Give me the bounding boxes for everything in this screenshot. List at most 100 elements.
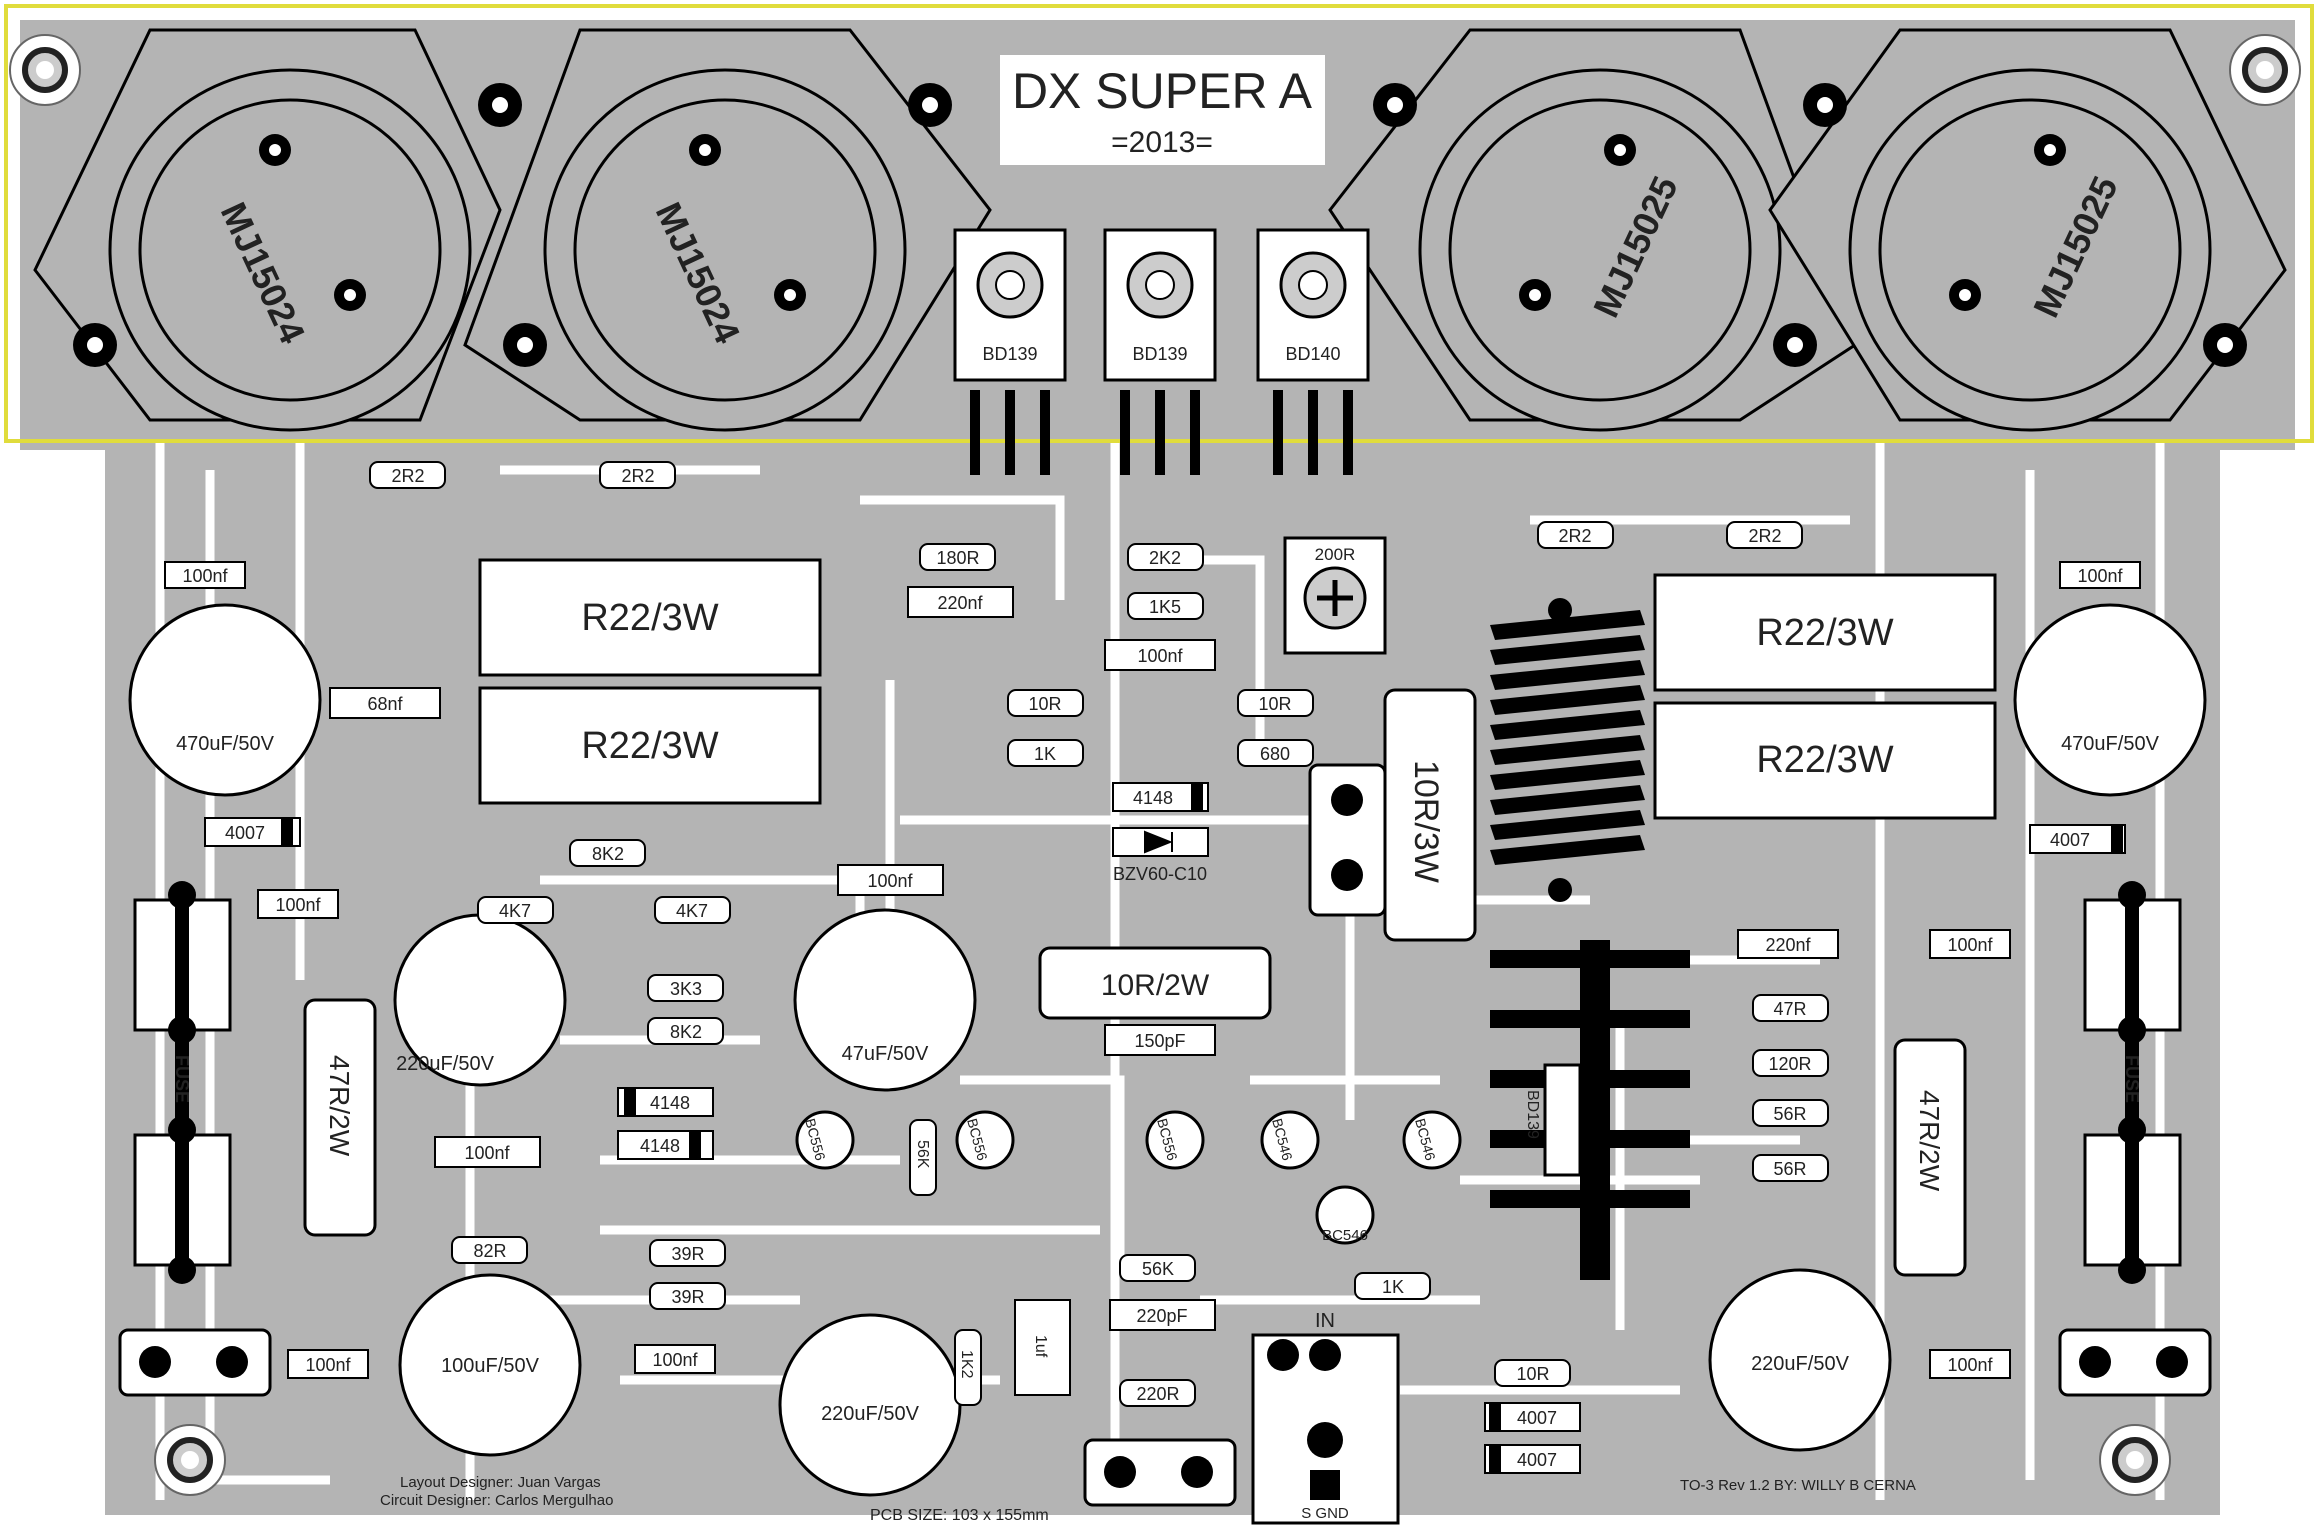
signal-transistor: BC556 [955,1110,1015,1170]
resistor-label: 4K7 [676,901,708,921]
resistor-label: 1K [1382,1277,1404,1297]
capacitor: 100nf [1104,639,1216,671]
resistor: 1K5 [1127,592,1204,620]
resistor: 120R [1752,1049,1829,1077]
circuit-credit: Circuit Designer: Carlos Mergulhao [380,1492,613,1509]
resistor-label: 8K2 [592,844,624,864]
capacitor-label: 100nf [275,895,321,915]
resistor: 56K [909,1119,937,1196]
diode-label: 4148 [650,1093,690,1113]
mounting-hole [2099,1424,2171,1496]
resistor-label: 2R2 [1748,526,1781,546]
output-connector-block [1308,763,1387,917]
resistor: 3K3 [647,974,724,1002]
ground-label: S GND [1301,1505,1349,1522]
resistor-label: 8K2 [670,1022,702,1042]
capacitor-47uf: 47uF/50V [793,908,977,1092]
capacitor: 100nf [2059,561,2141,589]
cap-label: 100uF/50V [441,1355,540,1377]
diode-label: 4148 [1133,788,1173,808]
diode-label: 4007 [225,823,265,843]
power-transistor-right-2: MJ15025 [1768,28,2287,432]
resistor-label: 2R2 [391,466,424,486]
input-connector: IN S GND [1251,1310,1400,1525]
signal-transistor: BC546 [1260,1110,1320,1170]
capacitor: 100nf [837,864,944,896]
resistor-label: 56K [914,1140,931,1169]
resistor-label: 680 [1260,744,1290,764]
resistor-label: 56R [1773,1159,1806,1179]
power-terminal-right [2058,1328,2212,1397]
capacitor: 100nf [434,1136,541,1168]
resistor: 2R2 [599,461,676,489]
resistor: 82R [451,1236,528,1264]
resistor-label: 2R2 [1558,526,1591,546]
resistor-label: 10R/3W [1407,760,1445,883]
cap-label: 220uF/50V [396,1053,495,1075]
diode-label: 4007 [1517,1408,1557,1428]
resistor-10r-3w: 10R/3W [1383,688,1477,942]
driver-transistor-2: BD139 [1103,228,1217,475]
resistor-label: 82R [473,1241,506,1261]
capacitor-label: 1uf [1032,1335,1049,1358]
capacitor-label: 100nf [1947,935,1993,955]
resistor: 220R [1119,1379,1196,1407]
fuse-label: FUSE [172,1055,192,1103]
resistor-label: 1K [1034,744,1056,764]
capacitor: 220nf [1737,929,1839,959]
diode-label: 4007 [1517,1450,1557,1470]
board-year: =2013= [1111,126,1213,159]
resistor: 39R [649,1282,726,1310]
driver-label: BD139 [1132,344,1187,364]
capacitor: 100nf [634,1344,716,1374]
signal-transistor: BC546 [1402,1110,1462,1170]
capacitor-label: 220nf [937,593,983,613]
diode-label: 4148 [640,1136,680,1156]
power-transistor-right-1: MJ15025 [1328,28,1857,432]
resistor-label: R22/3W [581,597,718,639]
capacitor: 220pF [1109,1299,1216,1331]
resistor-label: 10R [1516,1364,1549,1384]
diode-label: 4007 [2050,830,2090,850]
capacitor: 100nf [1929,929,2011,959]
resistor: 10R [1494,1359,1571,1387]
capacitor-100uf: 100uF/50V [398,1273,582,1457]
mounting-holes [9,34,2301,1496]
resistor-label: 39R [671,1287,704,1307]
mounting-hole [154,1424,226,1496]
driver-transistor-3: BD140 [1256,228,1370,475]
resistor: 56R [1752,1099,1829,1127]
resistor-47r-2w-right: 47R/2W [1893,1038,1967,1277]
driver-label: BD139 [982,344,1037,364]
diode: 4007 [1484,1402,1581,1432]
capacitor: 100nf [287,1349,369,1379]
capacitor: 150pF [1104,1024,1216,1056]
resistor: 10R [1007,689,1084,717]
resistor: 8K2 [569,839,646,867]
mounting-hole [2229,34,2301,106]
resistor-label: R22/3W [1756,739,1893,781]
resistor: 8K2 [647,1017,724,1045]
signal-transistor: BC546 [1315,1185,1375,1245]
capacitor-label: 220pF [1136,1306,1187,1326]
diode: 4007 [1484,1444,1581,1474]
resistor: 680 [1237,739,1314,767]
power-terminal-left [118,1328,272,1397]
resistor-label: 39R [671,1244,704,1264]
capacitor-label: 150pF [1134,1031,1185,1051]
resistor-10r-2w: 10R/2W [1038,946,1272,1020]
capacitor-label: 100nf [652,1350,698,1370]
bc546-label: BC546 [1322,1227,1368,1244]
fuse-label: FUSE [2122,1055,2142,1103]
resistor: 2K2 [1127,543,1204,571]
resistor: 2R2 [1726,521,1803,549]
cap-label: 470uF/50V [176,733,275,755]
bd139-label: BD139 [1524,1090,1541,1139]
diodes: 4007 4007 4148 4148 4148 4007 4007 BZV60… [204,782,2126,1474]
small-capacitors: 100nf 100nf 220nf 100nf 68nf 100nf 100nf… [164,561,2141,1396]
cap-label: 47uF/50V [842,1043,929,1065]
resistor: 1K [1007,739,1084,767]
capacitor-220uf-right: 220uF/50V [1708,1268,1892,1452]
resistor-label: 2K2 [1149,548,1181,568]
resistor-label: 10R [1028,694,1061,714]
